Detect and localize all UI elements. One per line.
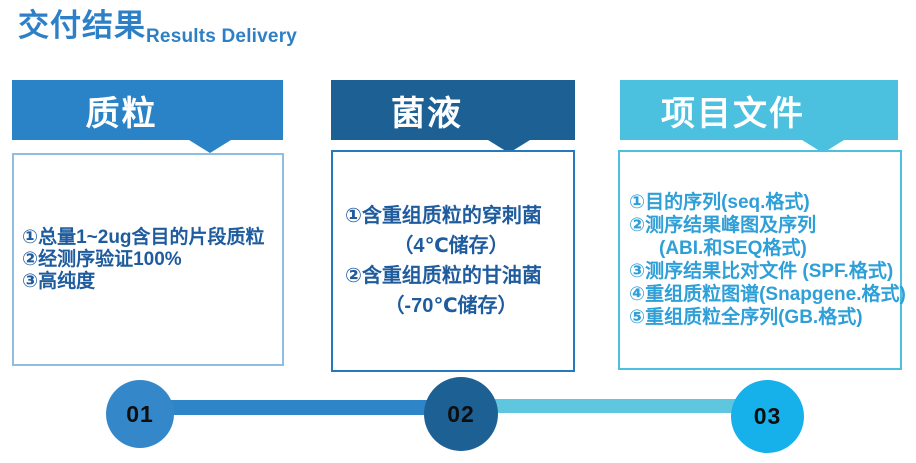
- timeline-connector-1: [140, 400, 462, 415]
- page-title: 交付结果 Results Delivery: [18, 8, 297, 47]
- project-files-list-item-3: ③测序结果比对文件 (SPF.格式): [629, 261, 894, 282]
- timeline-step-1-label: 01: [126, 400, 154, 427]
- project-files-list-item-4: ④重组质粒图谱(Snapgene.格式): [629, 284, 906, 305]
- project-files-banner-notch: [801, 140, 844, 153]
- project-files-header-label: 项目文件: [661, 94, 805, 133]
- plasmid-banner-notch: [188, 140, 231, 153]
- project-files-list-item-5: ⑤重组质粒全序列(GB.格式): [629, 307, 863, 328]
- plasmid-list-item-2: ②经测序验证100%: [22, 248, 182, 270]
- timeline-step-2-label: 02: [447, 400, 475, 427]
- plasmid-content-box: ①总量1~2ug含目的片段质粒 ②经测序验证100% ③高纯度: [12, 153, 284, 366]
- bacterial-liquid-header-label: 菌液: [391, 94, 463, 133]
- project-files-list-item-1: ①目的序列(seq.格式): [629, 192, 810, 213]
- project-files-header-banner: 项目文件: [620, 80, 898, 153]
- plasmid-list-item-3: ③高纯度: [22, 270, 96, 292]
- timeline-step-circle-1: 01: [106, 380, 174, 448]
- bacterial-liquid-header-banner: 菌液: [331, 80, 575, 153]
- plasmid-list-item-1: ①总量1~2ug含目的片段质粒: [22, 226, 265, 248]
- bacterial-liquid-banner-notch: [488, 140, 531, 153]
- bacterial-list-item-1: ①含重组质粒的穿刺菌: [345, 205, 542, 227]
- bacterial-list-item-2: ②含重组质粒的甘油菌: [345, 265, 542, 287]
- project-files-content-box: ①目的序列(seq.格式) ②测序结果峰图及序列 (ABI.和SEQ格式) ③测…: [618, 150, 906, 370]
- project-files-list-item-2: ②测序结果峰图及序列: [629, 215, 817, 236]
- timeline-step-3-label: 03: [753, 403, 782, 429]
- bacterial-list-item-2-storage: （-70℃储存）: [384, 295, 518, 317]
- bacterial-list-item-1-storage: （4℃储存）: [393, 235, 509, 257]
- page-title-english: Results Delivery: [146, 25, 298, 47]
- page-title-chinese: 交付结果: [18, 8, 146, 43]
- timeline-step-circle-2: 02: [424, 377, 498, 451]
- plasmid-header-label: 质粒: [85, 94, 158, 133]
- timeline-step-circle-3: 03: [731, 380, 804, 453]
- project-files-list-item-2-format: (ABI.和SEQ格式): [659, 238, 807, 259]
- plasmid-header-banner: 质粒: [12, 80, 283, 153]
- timeline-connector-2: [462, 399, 768, 413]
- bacterial-liquid-content-box: ①含重组质粒的穿刺菌 （4℃储存） ②含重组质粒的甘油菌 （-70℃储存）: [331, 150, 575, 372]
